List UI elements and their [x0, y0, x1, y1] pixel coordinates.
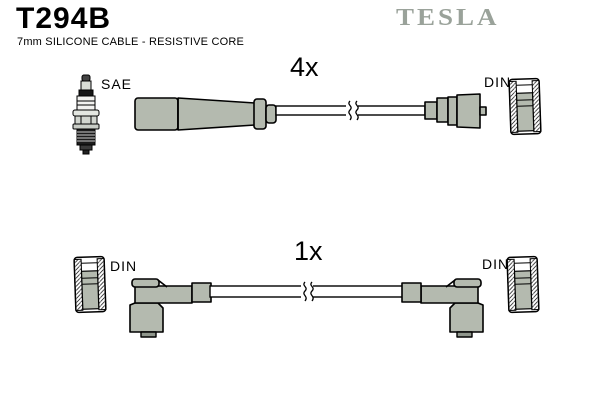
- terminal-label-sae: SAE: [101, 76, 133, 92]
- spark-plug-icon: [72, 74, 100, 155]
- wire-break-mark: [301, 281, 314, 302]
- din-boot-cross-section-icon: [73, 255, 107, 314]
- tesla-logo: TESLA: [396, 4, 500, 31]
- quantity-label-bottom: 1x: [294, 236, 323, 266]
- din-boot-cross-section-icon: [506, 255, 540, 314]
- straight-ignition-cable-illustration: [134, 93, 487, 131]
- distributor-plug: [424, 93, 487, 129]
- quantity-label-top: 4x: [290, 52, 319, 82]
- terminal-label-din-left: DIN: [110, 258, 138, 274]
- din-boot-cross-section-icon: [508, 77, 542, 136]
- angled-distributor-boot: [129, 278, 212, 338]
- spark-plug-boot: [134, 97, 277, 131]
- terminal-label-din-top: DIN: [484, 74, 512, 90]
- angled-ignition-cable-illustration: [129, 278, 484, 338]
- wire-break-mark: [346, 100, 359, 121]
- part-number: T294B: [16, 2, 112, 35]
- terminal-label-din-right: DIN: [482, 256, 510, 272]
- part-description: 7mm SILICONE CABLE - RESISTIVE CORE: [17, 36, 245, 48]
